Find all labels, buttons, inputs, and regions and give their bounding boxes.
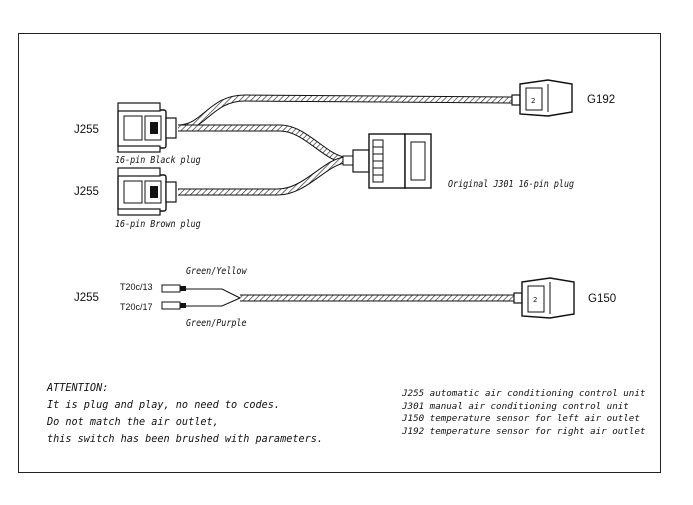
legend: J255 automatic air conditioning control … (402, 388, 645, 438)
cable-black-plug-to-j301 (178, 124, 346, 164)
pin-t20c13 (161, 284, 181, 293)
j301-connector (352, 133, 432, 189)
label-j255-brown: J255 (74, 186, 99, 198)
legend-j192: J192 temperature sensor for right air ou… (402, 425, 646, 437)
thin-wires (161, 284, 241, 310)
label-green-purple: Green/Purple (186, 317, 247, 329)
svg-text:2: 2 (531, 97, 535, 105)
brown-plug-connector (117, 167, 177, 216)
attention-line-1: It is plug and play, no need to codes. (47, 400, 281, 411)
label-t20c17: T20c/17 (120, 302, 153, 312)
attention-note: ATTENTION: It is plug and play, no need … (47, 380, 323, 448)
label-g192: G192 (587, 94, 616, 106)
legend-j150: J150 temperature sensor for left air out… (402, 413, 640, 424)
label-brown-plug: 16-pin Brown plug (115, 218, 201, 230)
label-green-yellow: Green/Yellow (186, 265, 247, 277)
diagram-frame (18, 33, 661, 473)
label-g150: G150 (588, 293, 617, 305)
legend-j301: J301 manual air conditioning control uni… (402, 400, 629, 412)
label-original-plug: Original J301 16-pin plug (448, 178, 575, 190)
attention-line-2: Do not match the air outlet, (47, 417, 219, 428)
g150-sensor: 2 (513, 277, 575, 319)
cable-brown-plug-to-j301 (178, 156, 346, 196)
label-t20c13: T20c/13 (120, 282, 153, 292)
svg-text:2: 2 (533, 296, 537, 304)
label-j255-black: J255 (74, 124, 99, 136)
legend-j255: J255 automatic air conditioning control … (402, 388, 646, 399)
label-j255-t20c: J255 (74, 292, 99, 304)
splice-sleeve (342, 155, 354, 166)
harness-cables (177, 94, 514, 302)
attention-title: ATTENTION: (47, 383, 109, 394)
black-plug-connector (117, 102, 177, 153)
attention-line-3: this switch has been brushed with parame… (47, 434, 324, 445)
pin-t20c17 (161, 301, 181, 310)
g192-sensor: 2 (511, 79, 573, 117)
label-black-plug: 16-pin Black plug (115, 154, 201, 166)
